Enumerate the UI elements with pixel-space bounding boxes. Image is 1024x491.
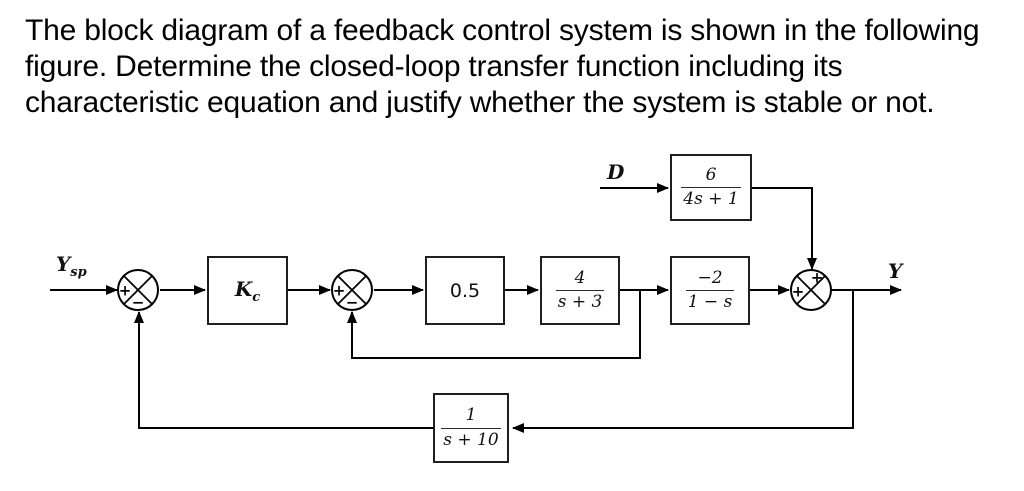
question-text: The block diagram of a feedback control … <box>25 13 980 121</box>
block-controller: Kc <box>207 256 288 325</box>
gain-label: 0.5 <box>449 279 481 302</box>
disturbance-transfer-function: 6 4s + 1 <box>681 165 741 211</box>
question-line-1: The block diagram of a feedback control … <box>25 14 980 47</box>
block-gain: 0.5 <box>425 256 505 325</box>
block-process2: −2 1 − s <box>670 256 750 325</box>
controller-gain-sub: c <box>252 289 261 305</box>
process1-denominator: s + 3 <box>557 292 603 312</box>
process1-numerator: 4 <box>555 268 605 291</box>
feedback-tf-numerator: 1 <box>441 405 501 429</box>
process1-transfer-function: 4 s + 3 <box>555 268 605 314</box>
sum-junction-1 <box>117 269 159 311</box>
feedback-transfer-function: 1 s + 10 <box>441 405 501 451</box>
feedback-tf-denominator: s + 10 <box>443 429 499 450</box>
process2-transfer-function: −2 1 − s <box>685 268 735 314</box>
sum3-left-plus-sign: + <box>791 282 805 301</box>
question-line-3: characteristic equation and justify whet… <box>25 86 935 119</box>
sum1-plus-sign: + <box>118 281 132 300</box>
sum-junction-2 <box>331 269 373 311</box>
process2-denominator: 1 − s <box>687 292 733 312</box>
block-process1: 4 s + 3 <box>540 256 620 325</box>
sum3-top-plus-sign: + <box>810 268 824 287</box>
sum2-minus-sign: − <box>345 293 359 312</box>
disturbance-tf-numerator: 6 <box>681 165 741 188</box>
disturbance-label: D <box>607 160 625 184</box>
sum-junction-3 <box>790 269 832 311</box>
inner-feedback-line <box>347 290 641 359</box>
block-feedback-tf: 1 s + 10 <box>433 393 509 463</box>
disturbance-branch-line <box>752 187 817 270</box>
outer-feedback-line-left <box>134 311 433 429</box>
controller-gain-main: K <box>234 276 253 301</box>
block-disturbance-tf: 6 4s + 1 <box>670 154 752 221</box>
process2-numerator: −2 <box>685 268 735 291</box>
setpoint-label-main: Y <box>56 252 71 276</box>
question-line-2: figure. Determine the closed-loop transf… <box>25 50 843 83</box>
outer-feedback-line-right <box>512 290 854 433</box>
controller-gain-label: Kc <box>235 277 260 305</box>
setpoint-label: Ysp <box>56 254 87 279</box>
disturbance-tf-denominator: 4s + 1 <box>683 189 739 209</box>
output-label: Y <box>888 259 903 283</box>
setpoint-label-sub: sp <box>70 265 87 280</box>
sum2-plus-sign: + <box>332 281 346 300</box>
sum1-minus-sign: − <box>131 293 145 312</box>
